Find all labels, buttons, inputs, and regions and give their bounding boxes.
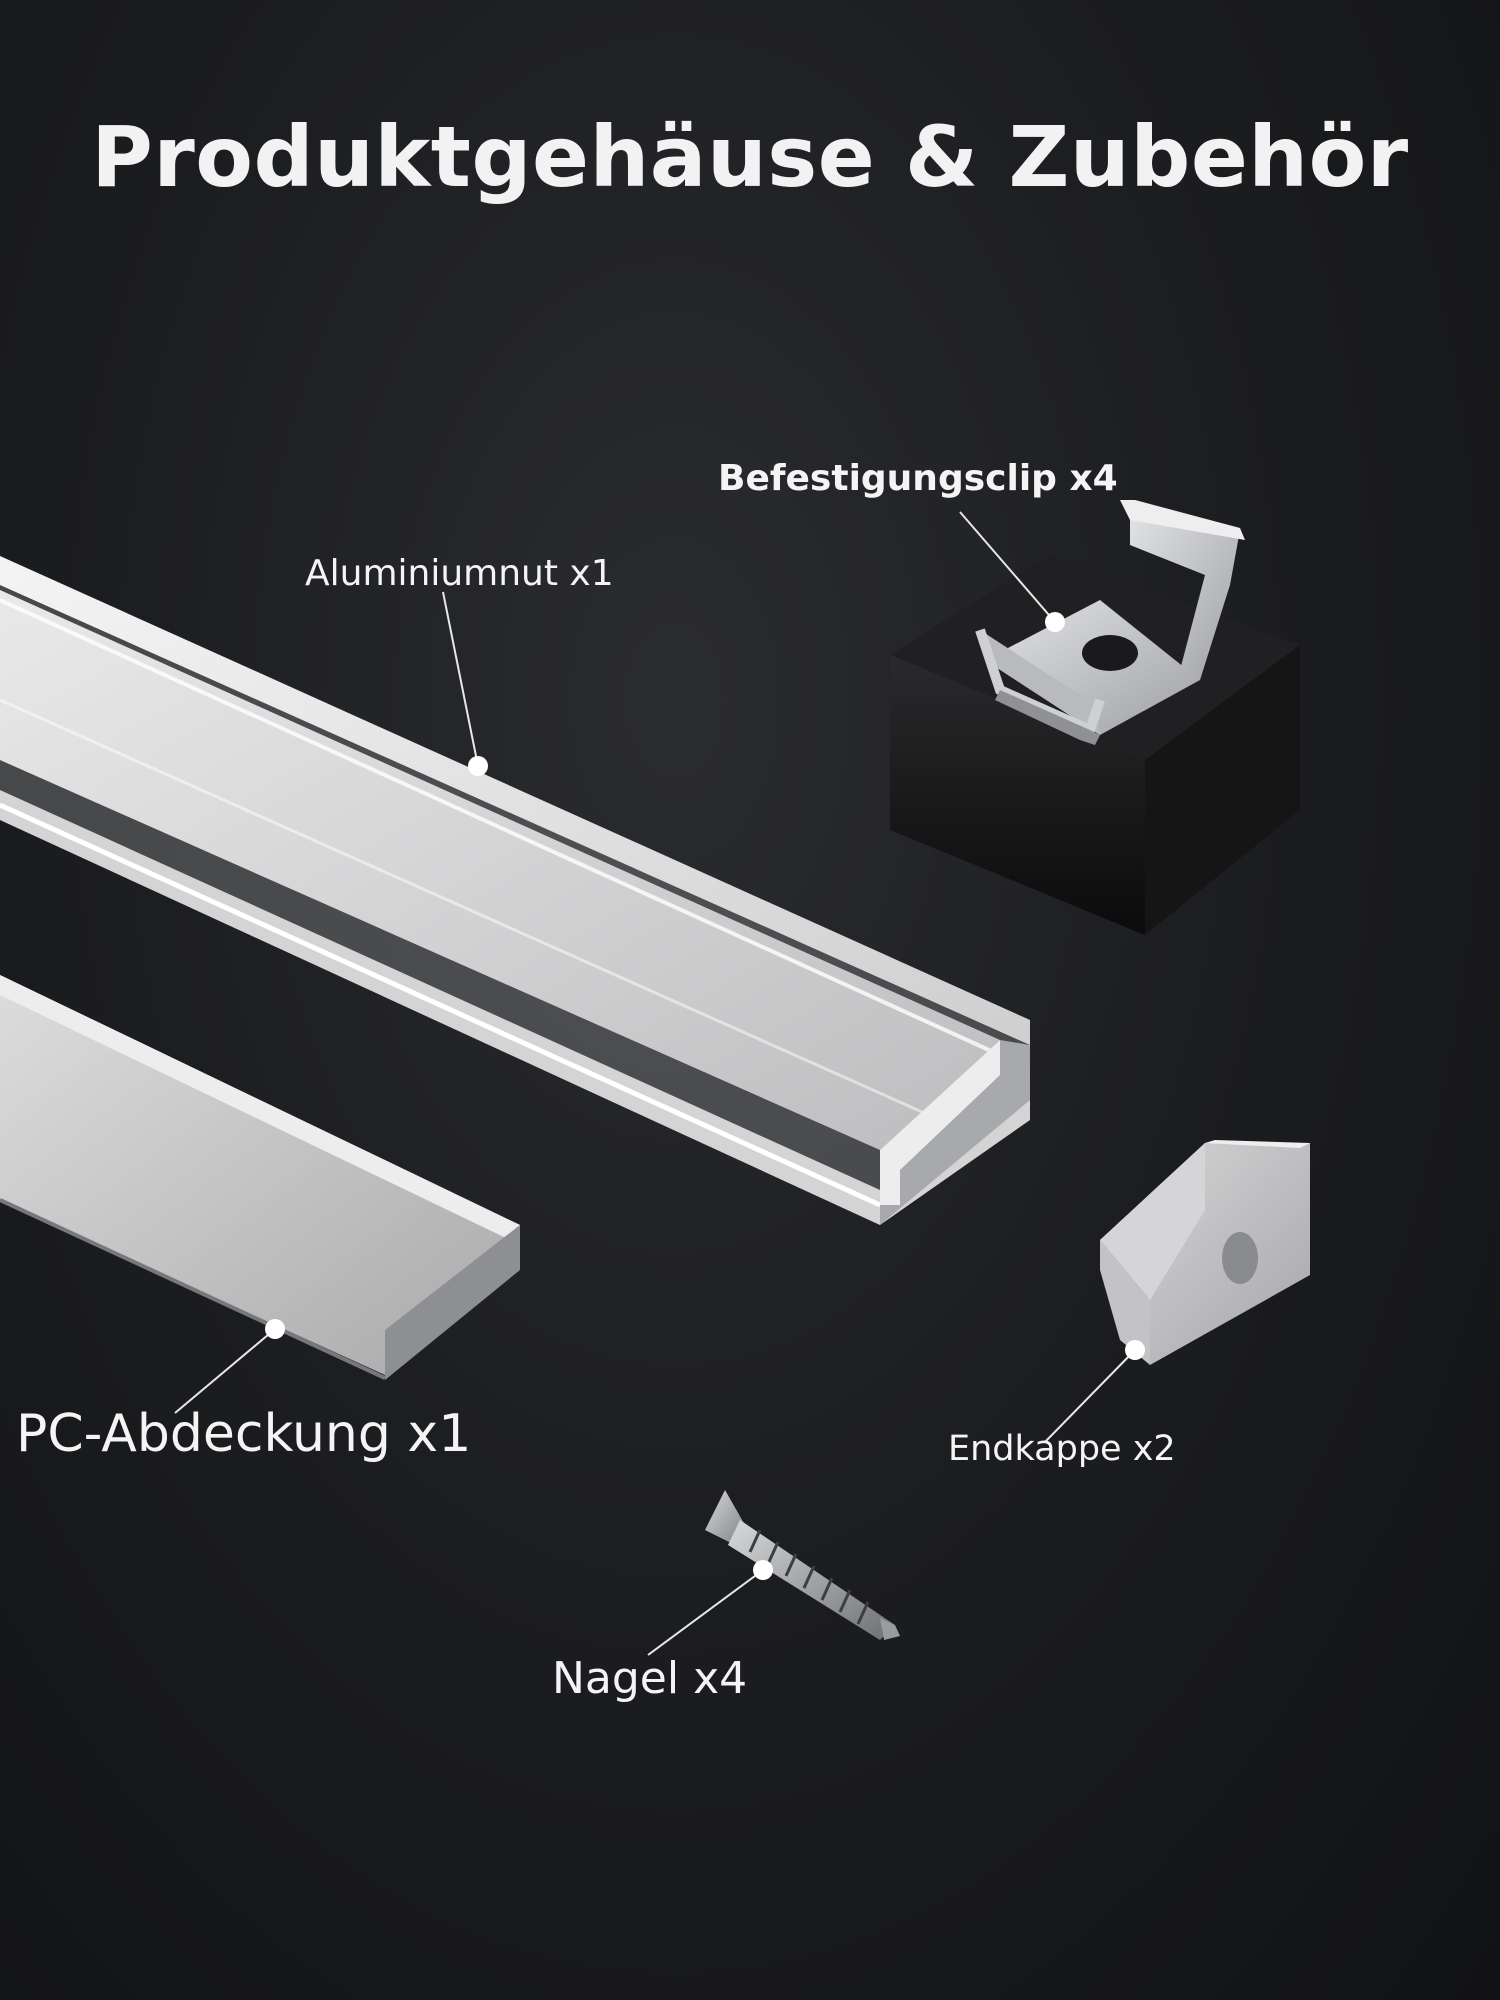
mounting-clip-icon: [975, 500, 1245, 745]
aluminium-profile-icon: [0, 556, 1030, 1225]
callout-lines: [174, 511, 1136, 1656]
leader-cover: [174, 1328, 276, 1414]
leader-clip: [959, 511, 1056, 623]
leader-aluminium: [442, 591, 479, 767]
page-title: Produktgehäuse & Zubehör: [91, 108, 1409, 206]
leader-endcap: [1044, 1349, 1136, 1443]
label-clip: Befestigungsclip x4: [718, 458, 1118, 499]
pc-cover-icon: [0, 975, 520, 1380]
end-cap-icon: [1100, 1140, 1310, 1365]
label-cover: PC-Abdeckung x1: [16, 1404, 472, 1464]
label-nail: Nagel x4: [552, 1653, 748, 1704]
label-endcap: Endkappe x2: [948, 1429, 1176, 1469]
dot-cover: [265, 1319, 285, 1339]
dot-endcap: [1125, 1340, 1145, 1360]
screw-icon: [705, 1490, 900, 1640]
dot-clip: [1045, 612, 1065, 632]
label-aluminium: Aluminiumnut x1: [305, 553, 614, 594]
dot-nail: [753, 1560, 773, 1580]
leader-nail: [647, 1569, 764, 1656]
dot-aluminium: [468, 756, 488, 776]
callout-dots: [265, 612, 1145, 1580]
